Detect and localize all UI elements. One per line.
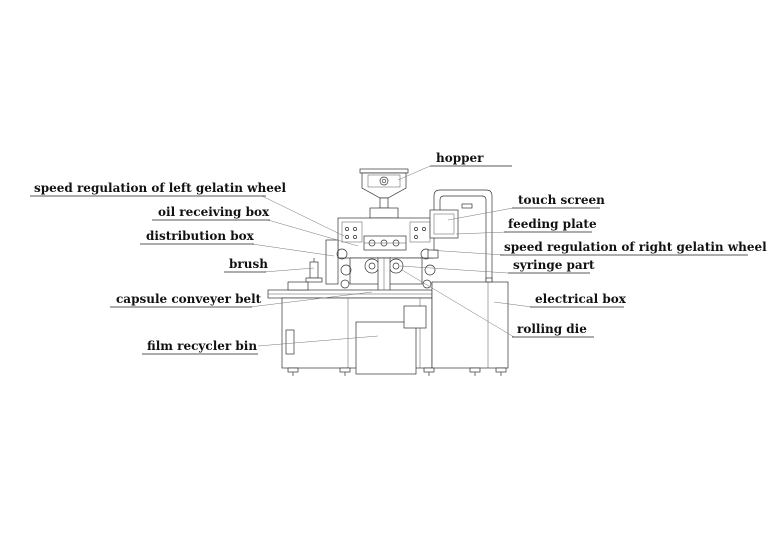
- label-oil-receiving-box: oil receiving box: [158, 205, 270, 219]
- machine-drawing: [267, 168, 509, 376]
- label-underlines: [30, 165, 748, 355]
- label-feeding-plate: feeding plate: [508, 217, 597, 231]
- label-capsule-conveyer-belt: capsule conveyer belt: [116, 292, 262, 306]
- hopper-body: [359, 168, 409, 209]
- label-speed-regulation-left: speed regulation of left gelatin wheel: [34, 181, 287, 195]
- label-distribution-box: distribution box: [146, 229, 255, 243]
- label-syringe-part: syringe part: [513, 258, 595, 272]
- label-speed-regulation-right: speed regulation of right gelatin wheel: [504, 240, 767, 254]
- label-film-recycler-bin: film recycler bin: [147, 339, 257, 353]
- leader-lines: [249, 165, 533, 347]
- label-brush: brush: [229, 257, 268, 271]
- labels: hopper speed regulation of left gelatin …: [34, 151, 767, 353]
- label-rolling-die: rolling die: [517, 322, 587, 336]
- label-touch-screen: touch screen: [518, 193, 605, 207]
- label-electrical-box: electrical box: [535, 292, 627, 306]
- label-hopper: hopper: [436, 151, 484, 165]
